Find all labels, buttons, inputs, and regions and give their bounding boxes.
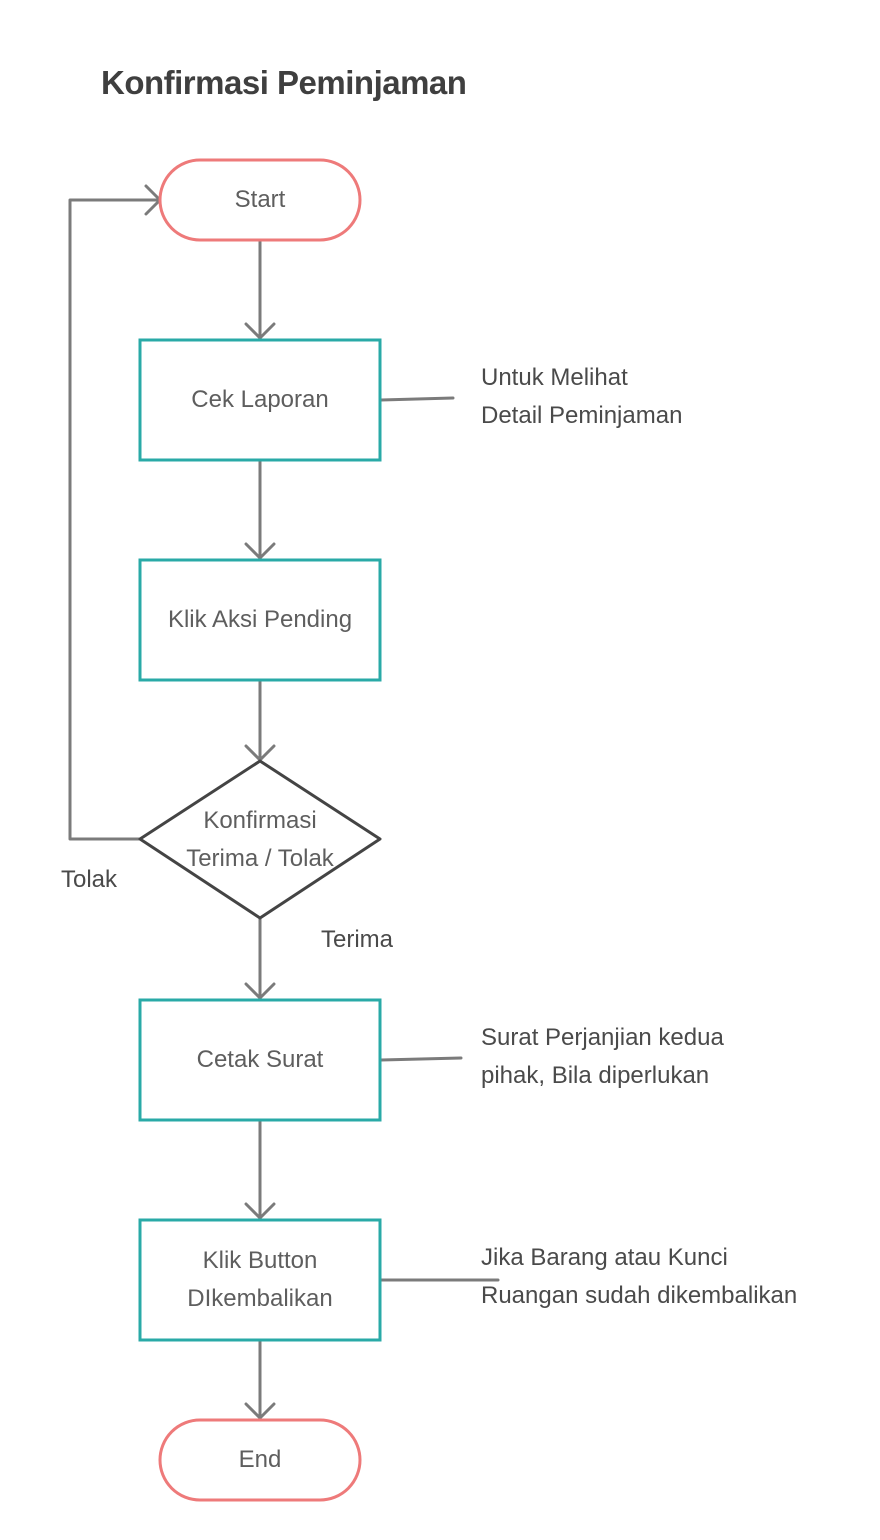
arrowhead-cek [244, 322, 276, 340]
note-button-line1: Jika Barang atau Kunci [481, 1244, 728, 1271]
note-button-line2: Ruangan sudah dikembalikan [481, 1282, 798, 1309]
note-cetak-surat: Surat Perjanjian kedua pihak, Bila diper… [481, 1019, 724, 1095]
edge-label-terima: Terima [321, 926, 394, 953]
note-line-cetak [378, 1056, 463, 1062]
klik-aksi-pending-text: Klik Aksi Pending [167, 606, 353, 633]
cetak-surat-text: Cetak Surat [196, 1046, 324, 1073]
end-terminal [158, 1418, 362, 1502]
diagram-title: Konfirmasi Peminjaman [101, 64, 467, 101]
arrowhead-end [244, 1402, 276, 1420]
cetak-surat-box [138, 998, 382, 1122]
klik-button-text-line2: DIkembalikan [187, 1285, 333, 1312]
start-terminal [158, 158, 362, 242]
connector-tolak-loop [68, 198, 162, 841]
edge-label-tolak: Tolak [61, 866, 118, 893]
klik-button-label: Klik Button DIkembalikan [140, 1220, 380, 1340]
cek-laporan-box [138, 338, 382, 462]
note-cetak-line2: pihak, Bila diperlukan [481, 1062, 710, 1089]
klik-aksi-pending-box [138, 558, 382, 682]
decision-text-line2: Terima / Tolak [186, 845, 334, 872]
note-cetak-line1: Surat Perjanjian kedua [481, 1024, 724, 1051]
klik-button-text-line1: Klik Button [202, 1247, 318, 1274]
end-label: End [160, 1420, 360, 1500]
cek-laporan-text: Cek Laporan [191, 386, 329, 413]
arrowhead-cetak [244, 982, 276, 1000]
klik-button-box [138, 1218, 382, 1342]
klik-aksi-pending-label: Klik Aksi Pending [140, 560, 380, 680]
decision-text-line1: Konfirmasi [203, 807, 317, 834]
decision-label: Konfirmasi Terima / Tolak [140, 801, 380, 879]
end-text: End [238, 1446, 282, 1473]
arrowhead-aksi [244, 542, 276, 560]
note-klik-button: Jika Barang atau Kunci Ruangan sudah dik… [481, 1239, 797, 1315]
note-line-cek [378, 396, 455, 402]
cek-laporan-label: Cek Laporan [140, 340, 380, 460]
start-text: Start [234, 186, 286, 213]
cetak-surat-label: Cetak Surat [140, 1000, 380, 1120]
start-label: Start [160, 160, 360, 240]
decision-diamond [138, 759, 382, 920]
note-cek-line1: Untuk Melihat [481, 364, 628, 391]
note-cek-laporan: Untuk Melihat Detail Peminjaman [481, 359, 682, 435]
note-cek-line2: Detail Peminjaman [481, 402, 683, 429]
arrowhead-button [244, 1202, 276, 1220]
